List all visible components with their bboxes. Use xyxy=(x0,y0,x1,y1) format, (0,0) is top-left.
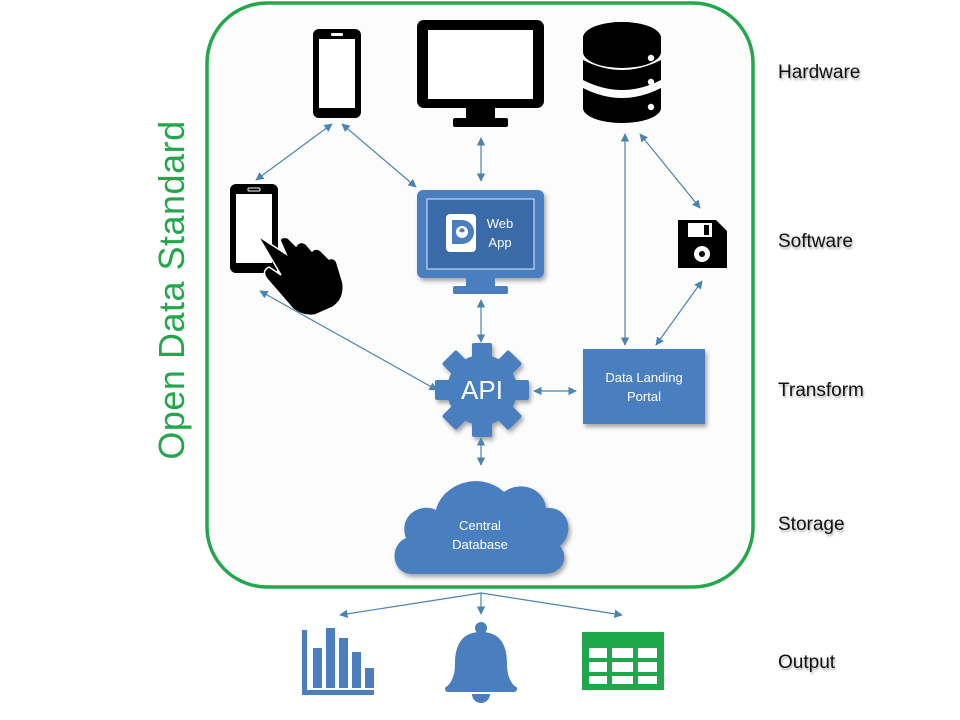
web-app-label-line2: App xyxy=(488,235,512,250)
bell-alert-icon xyxy=(445,622,517,703)
arrow-server-floppy xyxy=(639,133,701,209)
arrow-phone-touchphone xyxy=(255,123,333,181)
web-app-label-line1: Web xyxy=(486,216,514,231)
arrow-database-grid xyxy=(480,592,623,618)
portal-label-line1: Data Landing xyxy=(605,370,683,385)
api-label: API xyxy=(461,375,503,405)
arrow-phone-webapp xyxy=(341,123,417,188)
web-app-label: Web App xyxy=(478,214,522,252)
layer-label-storage: Storage xyxy=(778,514,845,535)
layer-label-output: Output xyxy=(778,652,836,673)
arrow-database-barchart xyxy=(339,592,482,618)
monitor-icon xyxy=(417,20,544,127)
central-database-cloud xyxy=(394,481,569,574)
layer-label-hardware: Hardware xyxy=(778,62,861,83)
frame-title: Open Data Standard xyxy=(151,120,192,460)
floppy-disk-icon xyxy=(678,220,727,268)
bar-chart-icon xyxy=(302,628,374,695)
web-app-monitor-icon xyxy=(417,190,544,294)
database-server-icon xyxy=(583,22,661,123)
layer-label-transform: Transform xyxy=(778,380,864,401)
database-label: Central Database xyxy=(430,516,530,554)
database-label-line1: Central xyxy=(459,518,501,533)
database-label-line2: Database xyxy=(452,537,508,552)
portal-label-line2: Portal xyxy=(627,389,661,404)
smartphone-icon xyxy=(313,29,361,118)
layer-label-software: Software xyxy=(778,231,853,252)
data-landing-portal-box xyxy=(583,349,705,424)
arrow-floppy-portal xyxy=(655,280,703,346)
portal-label: Data Landing Portal xyxy=(583,368,705,406)
spreadsheet-grid-icon xyxy=(582,632,664,690)
api-gear-icon xyxy=(435,343,529,437)
arrow-touchphone-api xyxy=(259,290,438,391)
